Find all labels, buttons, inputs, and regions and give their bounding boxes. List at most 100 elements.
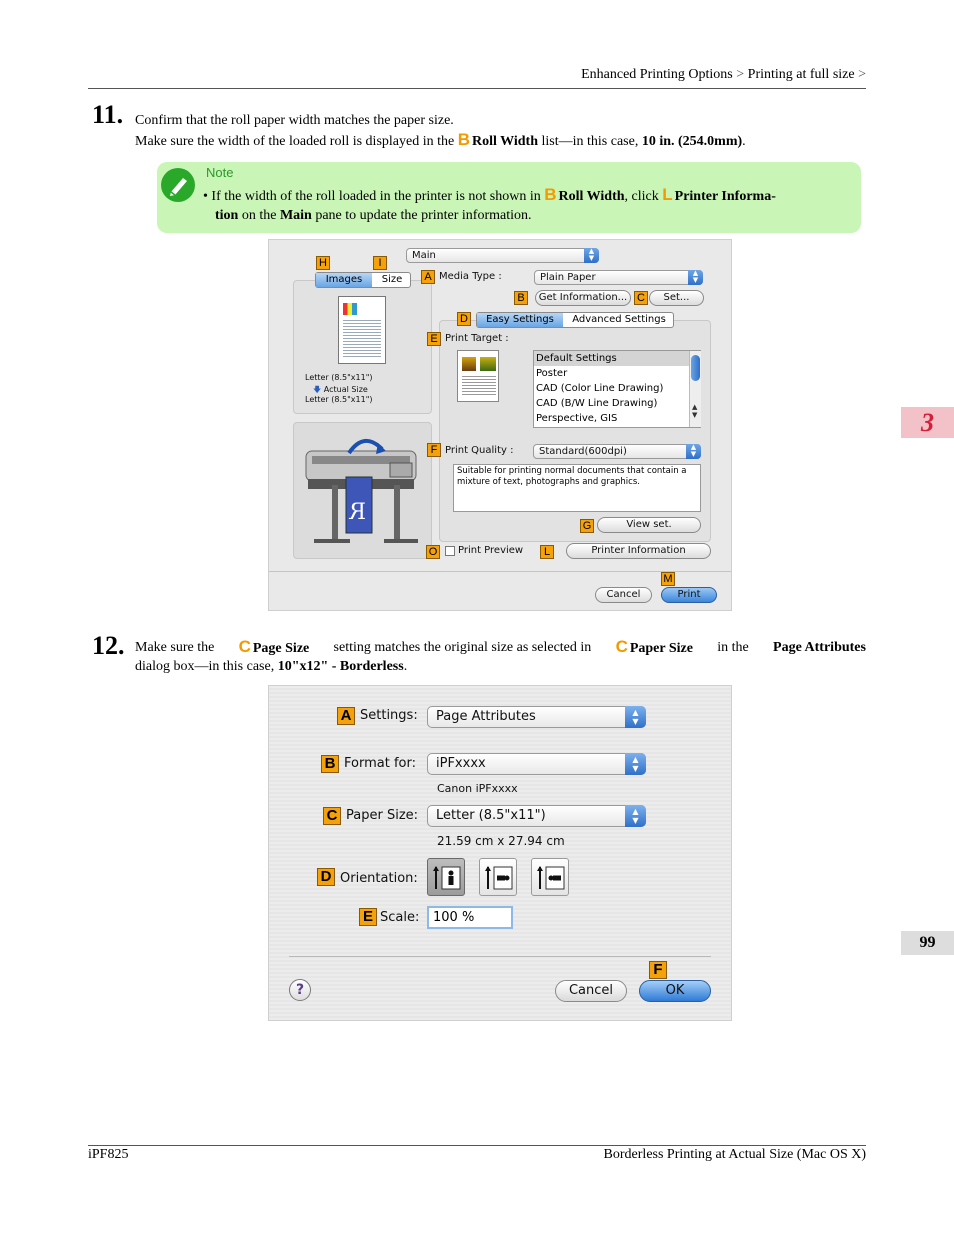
tab-images[interactable]: Images xyxy=(316,273,372,287)
page-preview xyxy=(338,296,386,364)
callout-letter: L xyxy=(662,185,673,204)
callout-tag-d: D xyxy=(457,312,471,326)
paper-size-label: Paper Size: xyxy=(346,808,419,823)
print-quality-label: Print Quality : xyxy=(445,445,514,456)
size-line: 🡇 Actual Size xyxy=(313,385,368,394)
preview-photo xyxy=(480,357,496,371)
breadcrumb-separator: > xyxy=(858,67,866,82)
paper-size-popup[interactable]: Letter (8.5"x11")▲▼ xyxy=(427,805,646,827)
step-number: 11. xyxy=(92,100,124,129)
callout-tag-d: D xyxy=(317,868,335,886)
pencil-icon xyxy=(161,168,195,202)
scale-input[interactable]: 100 % xyxy=(427,906,513,929)
scale-label: Scale: xyxy=(380,910,420,925)
print-quality-popup[interactable]: Standard(600dpi)▲▼ xyxy=(533,444,701,459)
help-icon[interactable]: ? xyxy=(289,979,311,1001)
divider xyxy=(289,956,711,957)
chapter-tab[interactable]: 3 xyxy=(901,407,954,438)
callout-letter: B xyxy=(544,185,557,204)
list-item[interactable]: CAD (B/W Line Drawing) xyxy=(536,398,658,409)
orientation-landscape-right-icon[interactable] xyxy=(531,858,569,896)
callout-tag-b: B xyxy=(321,755,339,773)
popup-arrows-icon: ▲▼ xyxy=(625,753,646,775)
format-for-popup[interactable]: iPFxxxx▲▼ xyxy=(427,753,646,775)
page-number: 99 xyxy=(901,931,954,955)
footer-rule xyxy=(88,1145,866,1146)
popup-arrows-icon: ▲▼ xyxy=(625,706,646,728)
callout-tag-b: B xyxy=(514,291,528,305)
step-text: Confirm that the roll paper width matche… xyxy=(135,113,454,128)
list-item[interactable]: Poster xyxy=(536,368,568,379)
paper-dimensions: 21.59 cm x 27.94 cm xyxy=(437,834,565,848)
breadcrumb-item: Enhanced Printing Options xyxy=(581,67,733,82)
callout-tag-f: F xyxy=(427,443,441,457)
footer-title: Borderless Printing at Actual Size (Mac … xyxy=(603,1147,866,1162)
callout-tag-e: E xyxy=(427,332,441,346)
media-type-label: Media Type : xyxy=(439,271,502,282)
orientation-label: Orientation: xyxy=(340,871,418,886)
preview-lines xyxy=(343,319,381,359)
print-preview-label: Print Preview xyxy=(458,545,524,556)
print-target-preview xyxy=(457,350,499,402)
printer-panel: R xyxy=(293,422,432,559)
callout-tag-g: G xyxy=(580,519,594,533)
step-number: 12. xyxy=(92,631,125,660)
list-item[interactable]: Perspective, GIS xyxy=(536,413,618,424)
preview-lines xyxy=(462,375,496,397)
popup-arrows-icon: ▲▼ xyxy=(688,270,703,285)
print-button[interactable]: Print xyxy=(661,587,717,603)
cancel-button[interactable]: Cancel xyxy=(555,980,627,1002)
step-text: Make sure the width of the loaded roll i… xyxy=(135,130,746,149)
callout-tag-a: A xyxy=(337,707,355,725)
cancel-button[interactable]: Cancel xyxy=(595,587,652,603)
pane-popup[interactable]: Main▲▼ xyxy=(406,248,599,263)
callout-tag-c: C xyxy=(634,291,648,305)
tab-size[interactable]: Size xyxy=(381,274,403,285)
footer-model: iPF825 xyxy=(88,1147,129,1162)
header-rule xyxy=(88,88,866,89)
settings-popup[interactable]: Page Attributes▲▼ xyxy=(427,706,646,728)
note-text: • If the width of the roll loaded in the… xyxy=(203,185,776,204)
popup-arrows-icon: ▲▼ xyxy=(625,805,646,827)
callout-tag-h: H xyxy=(316,256,330,270)
note-box: Note • If the width of the roll loaded i… xyxy=(157,162,861,233)
callout-letter: C xyxy=(238,637,251,656)
popup-arrows-icon: ▲▼ xyxy=(686,444,701,459)
set-button[interactable]: Set... xyxy=(649,290,704,306)
tab-advanced-settings[interactable]: Advanced Settings xyxy=(572,314,666,325)
list-item-selected[interactable]: Default Settings xyxy=(534,351,689,366)
format-for-label: Format for: xyxy=(344,756,416,771)
orientation-landscape-left-icon[interactable] xyxy=(479,858,517,896)
list-scrollbar[interactable]: ▲▼ xyxy=(689,351,701,427)
callout-tag-f: F xyxy=(649,961,667,979)
size-line: Letter (8.5"x11") xyxy=(305,395,373,404)
media-type-popup[interactable]: Plain Paper▲▼ xyxy=(534,270,703,285)
breadcrumb-separator: > xyxy=(736,67,745,82)
printer-information-button[interactable]: Printer Information xyxy=(566,543,711,559)
ok-button[interactable]: OK xyxy=(639,980,711,1002)
preview-image xyxy=(343,303,357,315)
scroll-arrows-icon[interactable]: ▲▼ xyxy=(692,403,698,419)
callout-letter: C xyxy=(615,637,628,656)
tab-easy-settings[interactable]: Easy Settings xyxy=(477,313,563,327)
view-set-button[interactable]: View set. xyxy=(597,517,701,533)
quality-description: Suitable for printing normal documents t… xyxy=(453,464,701,512)
callout-tag-m: M xyxy=(661,572,675,586)
settings-tabs: Easy Settings Advanced Settings xyxy=(476,312,674,328)
scroll-thumb[interactable] xyxy=(691,355,700,381)
get-information-button[interactable]: Get Information... xyxy=(535,290,631,306)
callout-tag-o: O xyxy=(426,545,440,559)
preview-photo xyxy=(462,357,476,371)
callout-tag-e: E xyxy=(359,908,377,926)
settings-label: Settings: xyxy=(360,708,418,723)
header-breadcrumb: Enhanced Printing Options > Printing at … xyxy=(300,67,866,83)
callout-tag-c: C xyxy=(323,807,341,825)
print-target-list[interactable]: Default Settings Poster CAD (Color Line … xyxy=(533,350,701,428)
callout-tag-l: L xyxy=(540,545,554,559)
print-preview-checkbox[interactable] xyxy=(445,546,455,556)
list-item[interactable]: CAD (Color Line Drawing) xyxy=(536,383,664,394)
orientation-portrait-icon[interactable] xyxy=(427,858,465,896)
svg-text:R: R xyxy=(348,500,366,525)
breadcrumb-item: Printing at full size xyxy=(747,67,855,82)
